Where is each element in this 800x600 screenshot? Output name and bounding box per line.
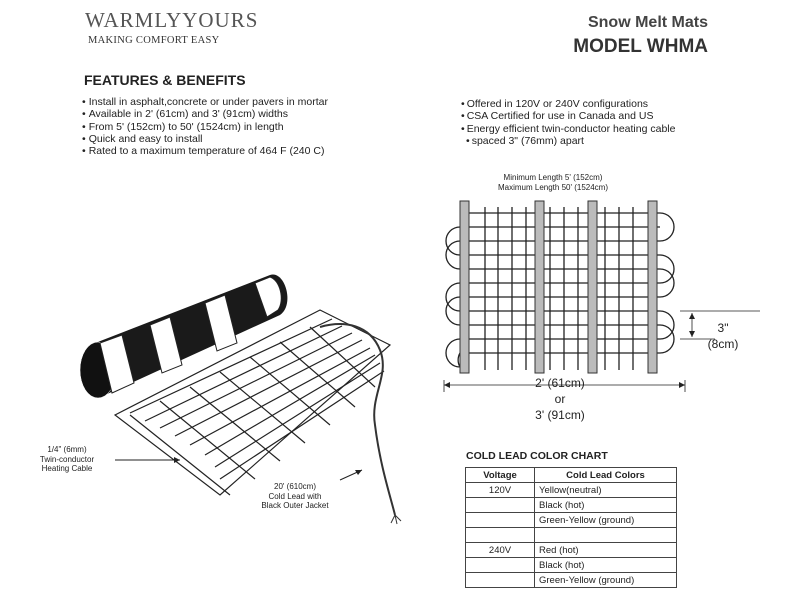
brand-tagline: MAKING COMFORT EASY bbox=[88, 35, 220, 46]
feature-item: Offered in 120V or 240V configurations bbox=[461, 98, 675, 110]
feature-item: Available in 2' (61cm) and 3' (91cm) wid… bbox=[82, 108, 328, 120]
feature-item: Energy efficient twin-conductor heating … bbox=[461, 123, 676, 135]
table-row: Green-Yellow (ground) bbox=[465, 512, 677, 528]
table-row: 240V Red (hot) bbox=[465, 542, 677, 558]
rolled-mat-illustration bbox=[79, 274, 402, 525]
feature-item: CSA Certified for use in Canada and US bbox=[461, 110, 675, 122]
voltage-header: Voltage bbox=[465, 467, 535, 483]
features-list-left: Install in asphalt,concrete or under pav… bbox=[82, 96, 328, 157]
mat-top-view-diagram bbox=[443, 200, 760, 392]
product-title: Snow Melt Mats bbox=[587, 14, 708, 31]
table-row: Black (hot) bbox=[465, 557, 677, 573]
width-label: 2' (61cm) or 3' (91cm) bbox=[535, 376, 585, 422]
feature-item: Quick and easy to install bbox=[82, 133, 328, 145]
spacing-label: 3" (8cm) bbox=[707, 321, 739, 351]
features-list-right: Offered in 120V or 240V configurations C… bbox=[461, 98, 676, 147]
table-row bbox=[465, 527, 677, 543]
color-chart-table: Voltage Cold Lead Colors 120V Yellow(neu… bbox=[465, 467, 677, 588]
table-row: Green-Yellow (ground) bbox=[465, 572, 677, 588]
features-heading: FEATURES & BENEFITS bbox=[84, 72, 246, 88]
brand-logo-text: WARMLYYOURS bbox=[85, 8, 259, 32]
feature-item: Install in asphalt,concrete or under pav… bbox=[82, 96, 328, 108]
cable-callout: 1/4" (6mm) Twin-conductor Heating Cable bbox=[39, 445, 95, 473]
feature-item-continuation: spaced 3" (76mm) apart bbox=[461, 135, 675, 147]
feature-item: Rated to a maximum temperature of 464 F … bbox=[82, 145, 328, 157]
table-row: Black (hot) bbox=[465, 497, 677, 513]
color-chart-title: COLD LEAD COLOR CHART bbox=[466, 450, 608, 462]
table-row: 120V Yellow(neutral) bbox=[465, 482, 677, 498]
colors-header: Cold Lead Colors bbox=[534, 467, 677, 483]
table-header-row: Voltage Cold Lead Colors bbox=[465, 467, 677, 483]
product-model: MODEL WHMA bbox=[573, 36, 708, 57]
feature-item: From 5' (152cm) to 50' (1524cm) in lengt… bbox=[82, 121, 328, 133]
length-note: Minimum Length 5' (152cm) Maximum Length… bbox=[497, 173, 609, 192]
cold-lead-callout: 20' (610cm) Cold Lead with Black Outer J… bbox=[261, 482, 329, 510]
